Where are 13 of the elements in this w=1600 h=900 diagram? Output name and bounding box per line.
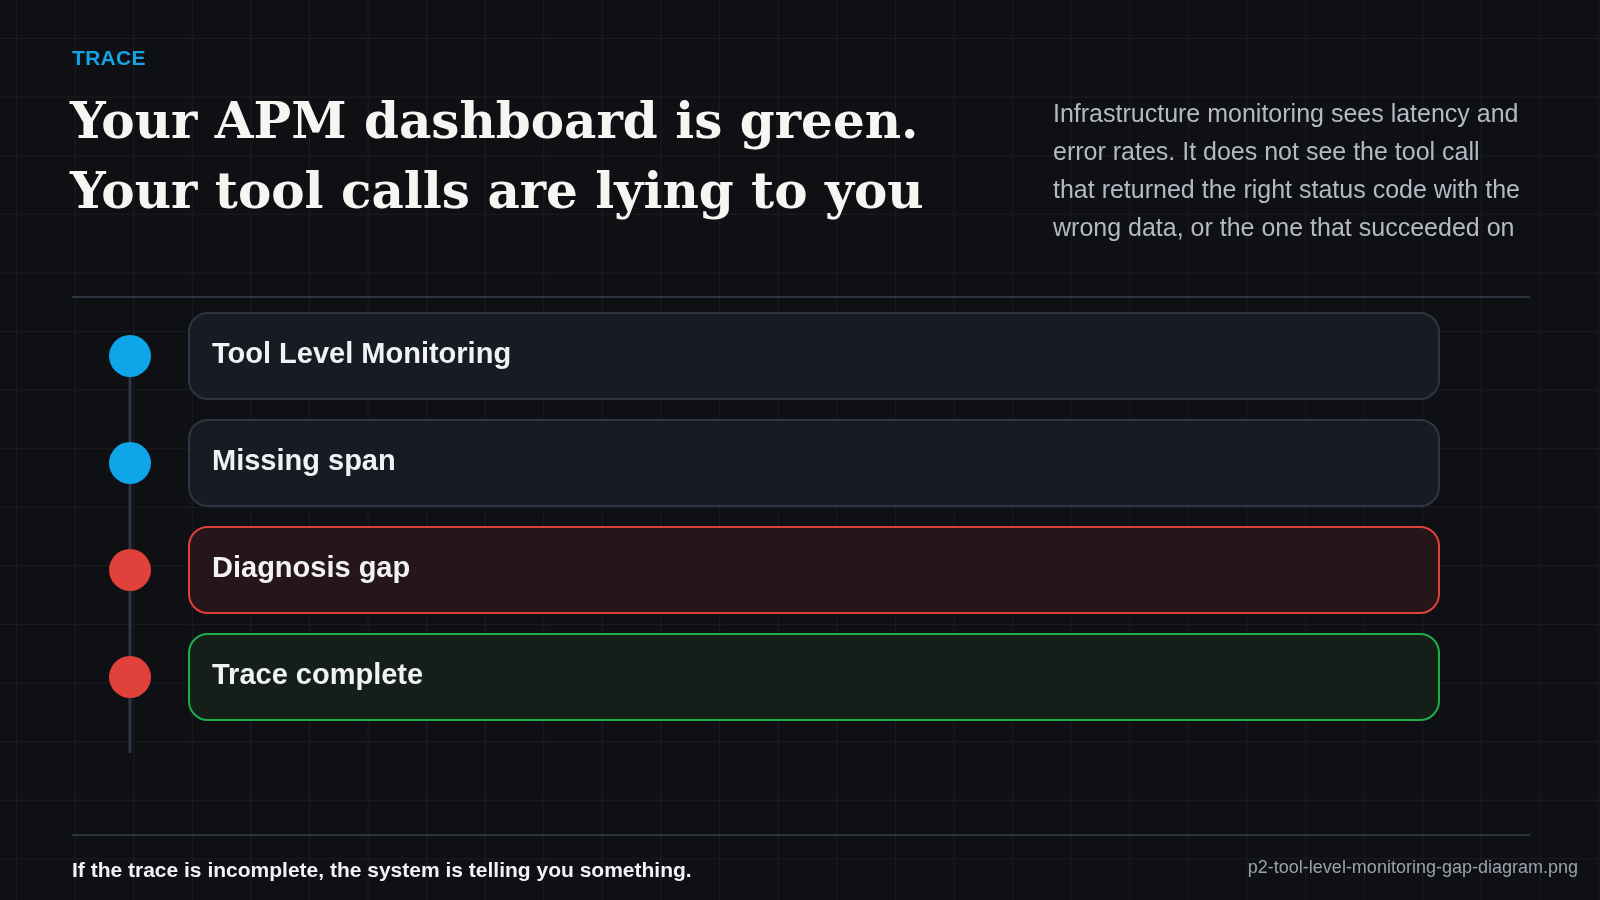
step-title: Missing span [212,443,396,477]
step-card [188,633,1440,721]
step-card [188,312,1440,400]
step-title: Tool Level Monitoring [212,336,512,370]
eyebrow-label: TRACE [72,46,146,70]
step-card [188,419,1440,507]
step-title: Diagnosis gap [212,550,411,584]
step-card [188,526,1440,614]
description-text: Infrastructure monitoring sees latency and error rates. It does not see the tool call that returned the right status code with the wrong data, or the one that succeeded on [1053,98,1521,243]
file-name-text: p2-tool-level-monitoring-gap-diagram.png [1247,856,1578,879]
caption-text: If the trace is incomplete, the system is telling you something. [72,857,692,883]
title: Your APM dashboard is green. Your tool calls are lying to you [70,90,925,222]
step-title: Trace complete [212,657,424,691]
